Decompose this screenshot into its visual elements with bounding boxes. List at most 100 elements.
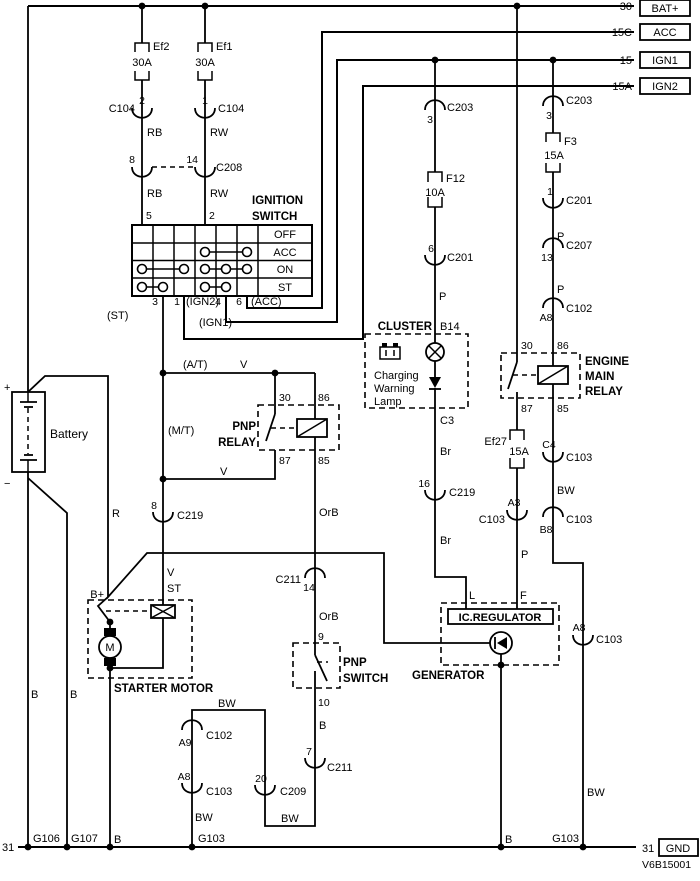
connector-c102-a9-name: C102	[206, 730, 232, 742]
wire-bw-c4: BW	[557, 485, 575, 497]
wire-b-pnp: B	[319, 720, 326, 732]
wire-b-left-2: B	[70, 689, 77, 701]
connector-c209-pin: 20	[255, 773, 267, 785]
generator-terminal-l: L	[469, 590, 475, 602]
rail-ign2-label: IGN2	[652, 81, 678, 93]
wire-br-lower: Br	[440, 535, 451, 547]
fuse-f3-name: F3	[564, 136, 577, 148]
battery-cell-icon	[20, 392, 37, 472]
connector-c103-a8-right-pin: A8	[573, 622, 586, 634]
cluster-lamp-label-1: Charging	[374, 370, 419, 382]
rail-15c-number: 15C	[612, 27, 632, 39]
battery: + − Battery	[4, 382, 88, 490]
wire-b-left-1: B	[31, 689, 38, 701]
connector-c103-a8-right-name: C103	[596, 634, 622, 646]
fuse-f12-name: F12	[446, 173, 465, 185]
starter-solenoid-icon	[150, 604, 176, 619]
ignition-switch-pin1: 1	[174, 296, 180, 308]
generator: IC.REGULATOR L F GENERATOR	[412, 590, 560, 682]
ignition-switch-title-2: SWITCH	[252, 211, 297, 223]
generator-armature-icon	[489, 631, 513, 655]
starter-motor-box	[87, 599, 193, 679]
fuse-ef2-rating: 30A	[132, 57, 152, 69]
starter-motor-title: STARTER MOTOR	[114, 683, 214, 695]
engine-main-relay-pin87: 87	[521, 403, 533, 415]
starter-motor-m-label: M	[105, 642, 114, 654]
rail-gnd-box	[658, 838, 699, 857]
connector-c207-name: C207	[566, 240, 592, 252]
rail-15-number: 15	[620, 55, 632, 67]
ground-g103-left: G103	[198, 833, 225, 845]
ignition-switch-pin1-function: (IGN2)	[186, 296, 219, 308]
ignition-position-acc: ACC	[273, 247, 296, 259]
connector-c211-14-pin: 14	[303, 582, 315, 594]
connector-c102-right-pin: A8	[540, 312, 553, 324]
ignition-position-st: ST	[278, 282, 292, 294]
wire-rw-upper: RW	[210, 127, 229, 139]
connector-c103-a8-left-name: C103	[206, 786, 232, 798]
wire-v-st: V	[167, 567, 175, 579]
fuse-ef27-rating: 15A	[509, 446, 529, 458]
connector-c103-b8-name: C103	[566, 514, 592, 526]
connector-c201-mid-pin: 6	[428, 243, 434, 255]
connector-c104-left-name: C104	[109, 103, 135, 115]
connector-c104-pin1: 1	[202, 95, 208, 107]
rail-ign2-box	[639, 77, 691, 95]
rail-ign1-box	[639, 51, 691, 69]
connector-c211-14-name: C211	[276, 574, 301, 586]
connectors: 2 C104 1 C104 8 14 C208 3 C203 6 C201 16…	[109, 95, 623, 798]
engine-main-relay-pin86: 86	[557, 340, 569, 352]
wire-rb-lower: RB	[147, 188, 162, 200]
junction-dots	[24, 2, 587, 851]
engine-main-relay-title-3: RELAY	[585, 386, 623, 398]
pnp-relay-pin86: 86	[318, 392, 330, 404]
battery-plus-sign: +	[4, 382, 10, 394]
ground-g103-right: G103	[552, 833, 579, 845]
fuse-ef1-rating: 30A	[195, 57, 215, 69]
fuse-ef1-name: Ef1	[216, 41, 233, 53]
cluster-box	[364, 333, 469, 409]
connector-c203-mid-pin: 3	[427, 114, 433, 126]
starter-b-plus-label: B+	[90, 589, 104, 601]
wire-p-ef27: P	[521, 549, 528, 561]
rail-gnd-label: GND	[666, 843, 691, 855]
connector-c209-name: C209	[280, 786, 306, 798]
connector-c211-7-name: C211	[327, 762, 352, 774]
pnp-switch-pin10: 10	[318, 697, 330, 709]
connector-c219-8-pin: 8	[151, 500, 157, 512]
connector-c203-mid-name: C203	[447, 102, 473, 114]
connector-c207-pin: 13	[541, 252, 553, 264]
fuse-f3-rating: 15A	[544, 150, 564, 162]
connector-c208-name: C208	[216, 162, 242, 174]
ignition-switch-pin3-function: (ST)	[107, 310, 128, 322]
wire-r: R	[112, 508, 120, 520]
wire-color-labels: RB RW RB RW (A/T) V (M/T) V V R OrB OrB …	[31, 127, 605, 846]
wire-bw-left: BW	[195, 812, 213, 824]
rail-15a-number: 15A	[612, 81, 632, 93]
engine-main-relay-box	[500, 352, 581, 399]
pnp-relay-coil	[296, 418, 328, 438]
ic-regulator-label: IC.REGULATOR	[459, 612, 542, 624]
connector-c103-a3-pin: A3	[508, 497, 521, 509]
ignition-switch-pin6: 6	[236, 296, 242, 308]
connector-c103-a8-left-pin: A8	[178, 771, 191, 783]
cluster-pin-c3: C3	[440, 415, 454, 427]
connector-c104-pin2: 2	[139, 95, 145, 107]
cluster: CLUSTER B14 Charging Warning Lamp C3	[364, 321, 469, 427]
ignition-switch-pin4-function: (IGN1)	[199, 317, 232, 329]
rail-gnd-right-number: 31	[642, 843, 654, 855]
cluster-pin-b14: B14	[440, 321, 460, 333]
engine-main-relay-pin30: 30	[521, 340, 533, 352]
engine-main-relay-title-1: ENGINE	[585, 356, 629, 368]
ignition-switch-pin5: 5	[146, 210, 152, 222]
wire-bw-right: BW	[587, 787, 605, 799]
wire-p-cluster: P	[439, 291, 446, 303]
rail-bat-label: BAT+	[651, 3, 678, 15]
pnp-switch-pin9: 9	[318, 631, 324, 643]
figure-code: V6B15001	[642, 859, 691, 871]
wire-bw-loop: BW	[281, 813, 299, 825]
wire-rb-upper: RB	[147, 127, 162, 139]
